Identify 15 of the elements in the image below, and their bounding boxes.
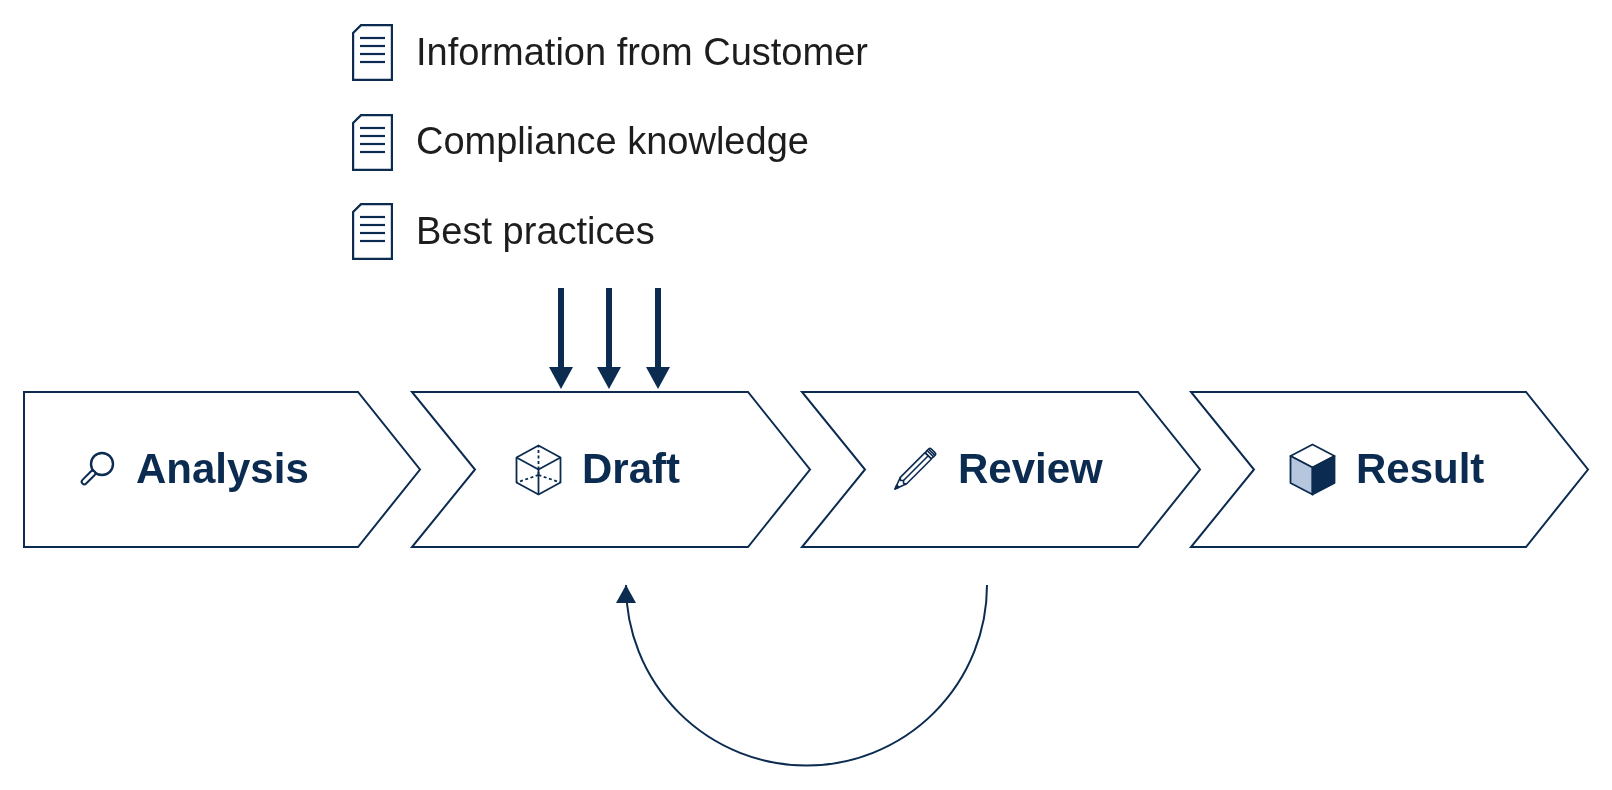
process-step xyxy=(1190,391,1589,548)
input-source-label: Best practices xyxy=(416,209,655,254)
step-label: Analysis xyxy=(136,446,309,493)
step-label: Draft xyxy=(582,446,680,493)
arrow xyxy=(597,288,621,389)
arrow xyxy=(549,288,573,389)
process-step xyxy=(801,391,1201,548)
arrow xyxy=(646,288,670,389)
step-label: Result xyxy=(1356,446,1485,493)
input-source-label: Information from Customer xyxy=(416,30,868,75)
curved-arrow xyxy=(617,584,988,767)
step-label: Review xyxy=(958,446,1103,493)
process-step xyxy=(411,391,811,548)
process-step xyxy=(23,391,421,548)
input-source-label: Compliance knowledge xyxy=(416,120,809,164)
